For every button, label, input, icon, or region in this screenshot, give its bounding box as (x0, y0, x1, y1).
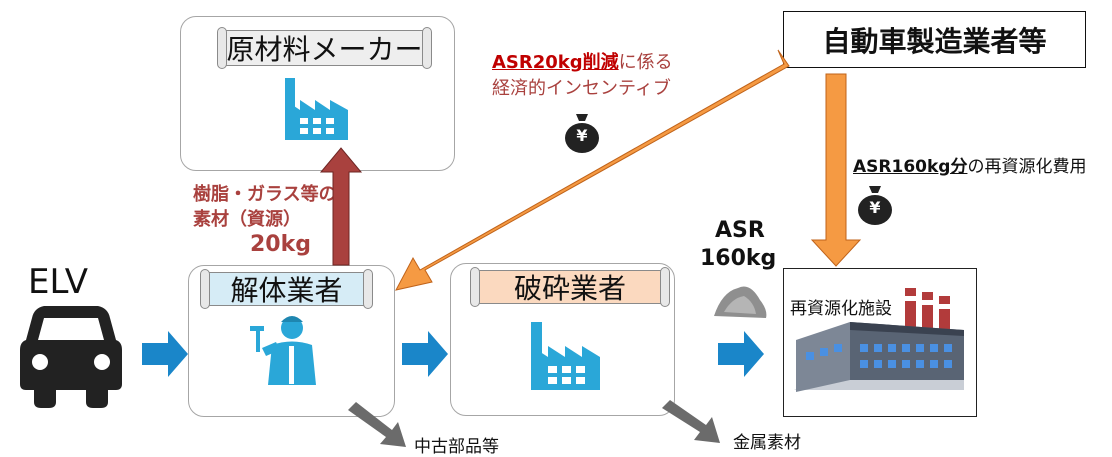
metal-materials-label: 金属素材 (733, 433, 801, 453)
process-arrow-1 (142, 331, 188, 377)
asr-label-line1: ASR (715, 218, 765, 243)
cost-label: ASR160kg分の再資源化費用 (853, 152, 1086, 177)
money-bag-icon-2: ¥ (853, 182, 897, 226)
process-arrow-3 (718, 331, 764, 377)
incentive-label-line1: ASR20kg削減に係る (492, 48, 673, 74)
dismantler-text: 解体業者 (230, 274, 343, 307)
materials-label-line2: 素材（資源） (193, 209, 301, 230)
recycling-facility-label: 再資源化施設 (790, 299, 892, 319)
shredder-label: 破砕業者 (470, 267, 670, 307)
shredder-text: 破砕業者 (513, 272, 626, 305)
factory-icon (285, 78, 348, 140)
money-bag-yen-2: ¥ (869, 198, 881, 217)
dismantler-label: 解体業者 (200, 269, 373, 309)
recycling-plant-icon (794, 288, 964, 392)
incentive-highlight: ASR20kg削減 (492, 52, 619, 73)
incentive-label-line2: 経済的インセンティブ (492, 78, 671, 99)
materials-label-line1: 樹脂・ガラス等の (193, 184, 337, 205)
automaker-text: 自動車製造業者等 (822, 24, 1047, 58)
elv-label: ELV (28, 262, 88, 302)
factory-icon-2 (531, 322, 600, 390)
money-bag-icon: ¥ (560, 110, 604, 154)
metal-arrow (662, 400, 720, 443)
automaker-box: 自動車製造業者等 (783, 11, 1086, 68)
cost-suffix: の再資源化費用 (967, 157, 1087, 177)
materials-arrow (319, 147, 363, 266)
cost-arrow (810, 73, 862, 267)
incentive-suffix: に係る (618, 52, 673, 73)
incentive-arrow (395, 49, 790, 291)
car-icon (20, 306, 122, 408)
materials-amount: 20kg (250, 232, 311, 257)
raw-material-maker-label: 原材料メーカー (217, 27, 432, 69)
asr-label-line2: 160kg (700, 246, 777, 271)
cost-highlight: ASR160kg分 (853, 157, 968, 177)
process-arrow-2 (402, 331, 448, 377)
worker-icon (250, 316, 316, 385)
money-bag-yen: ¥ (576, 126, 588, 145)
raw-material-maker-text: 原材料メーカー (226, 33, 423, 66)
used-parts-arrow (348, 402, 406, 447)
asr-pile-icon (714, 286, 767, 318)
